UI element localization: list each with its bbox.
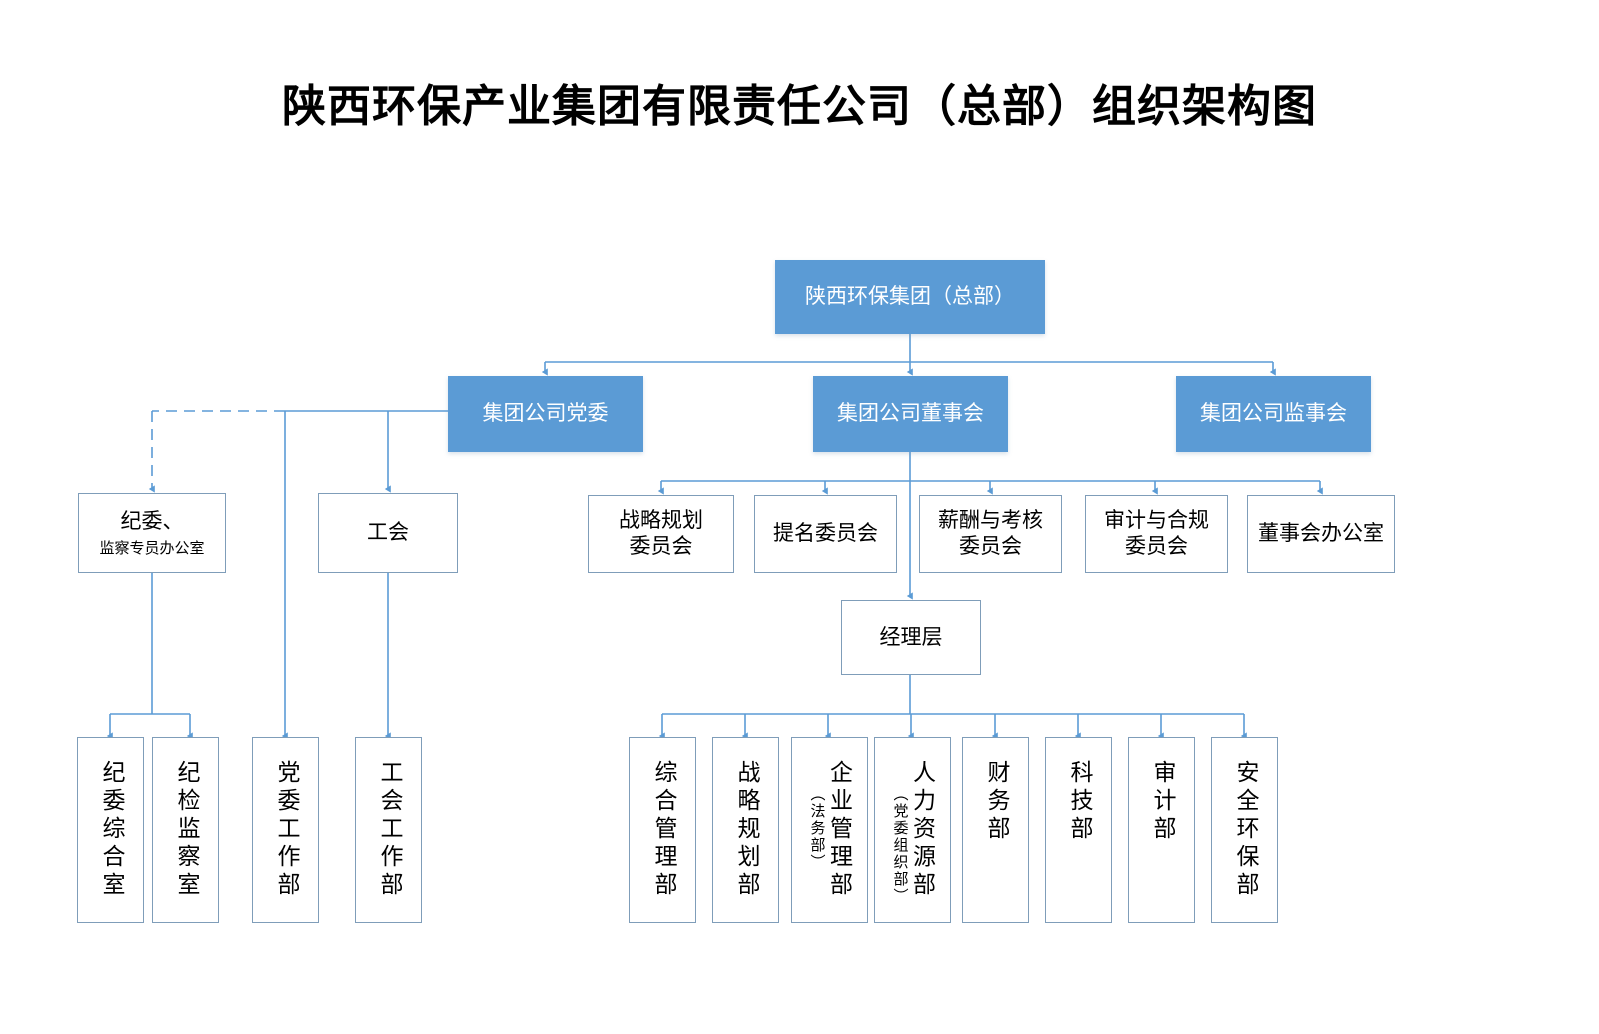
- node-committee-audit-compliance-line1: 审计与合规: [1104, 508, 1209, 533]
- node-dept-enterprise-management-label: 企业管理部: [825, 760, 852, 900]
- node-board-of-directors[interactable]: 集团公司董事会: [813, 376, 1008, 452]
- node-union-work-department[interactable]: 工会工作部: [355, 737, 422, 923]
- node-dept-safety-environment[interactable]: 安全环保部: [1211, 737, 1278, 923]
- node-dept-finance[interactable]: 财务部: [962, 737, 1029, 923]
- node-union-label: 工会: [367, 520, 409, 545]
- node-board-office[interactable]: 董事会办公室: [1247, 495, 1395, 573]
- node-party-committee[interactable]: 集团公司党委: [448, 376, 643, 452]
- node-discipline-office-label-line2: 监察专员办公室: [99, 538, 205, 557]
- node-board-office-line1: 董事会办公室: [1258, 521, 1384, 546]
- node-dept-technology[interactable]: 科技部: [1045, 737, 1112, 923]
- node-committee-audit-compliance[interactable]: 审计与合规 委员会: [1085, 495, 1228, 573]
- node-dept-enterprise-management-sublabel: （法务部）: [808, 786, 827, 871]
- node-committee-compensation[interactable]: 薪酬与考核 委员会: [919, 495, 1062, 573]
- node-root[interactable]: 陕西环保集团（总部）: [775, 260, 1045, 334]
- node-jiwei-general-office[interactable]: 纪委综合室: [77, 737, 144, 923]
- node-dept-audit-label: 审计部: [1149, 760, 1175, 844]
- node-committee-strategy-line1: 战略规划: [619, 508, 703, 533]
- node-dept-enterprise-management[interactable]: 企业管理部 （法务部）: [791, 737, 868, 923]
- node-committee-compensation-line2: 委员会: [959, 534, 1022, 558]
- node-root-label: 陕西环保集团（总部）: [805, 284, 1015, 309]
- page-title: 陕西环保产业集团有限责任公司（总部）组织架构图: [282, 81, 1317, 132]
- node-dept-audit[interactable]: 审计部: [1128, 737, 1195, 923]
- node-board-of-supervisors[interactable]: 集团公司监事会: [1176, 376, 1371, 452]
- node-committee-compensation-line1: 薪酬与考核: [938, 508, 1043, 533]
- node-dept-finance-label: 财务部: [983, 760, 1009, 844]
- node-discipline-office[interactable]: 纪委、 监察专员办公室: [78, 493, 226, 573]
- node-discipline-office-label-line1: 纪委、: [120, 509, 184, 534]
- node-dept-general-management[interactable]: 综合管理部: [629, 737, 696, 923]
- node-party-committee-label: 集团公司党委: [482, 401, 609, 426]
- node-dept-general-management-label: 综合管理部: [650, 760, 676, 900]
- node-union-work-department-label: 工会工作部: [376, 760, 402, 900]
- node-discipline-inspection-office[interactable]: 纪检监察室: [152, 737, 219, 923]
- node-committee-nomination[interactable]: 提名委员会: [754, 495, 897, 573]
- node-board-of-directors-label: 集团公司董事会: [837, 401, 984, 426]
- node-committee-nomination-line1: 提名委员会: [773, 521, 878, 546]
- node-dept-technology-label: 科技部: [1066, 760, 1092, 844]
- node-board-of-supervisors-label: 集团公司监事会: [1200, 401, 1347, 426]
- node-dept-human-resources-sublabel: （党委组织部）: [891, 786, 910, 905]
- node-dept-safety-environment-label: 安全环保部: [1232, 760, 1258, 900]
- node-dept-human-resources[interactable]: 人力资源部 （党委组织部）: [874, 737, 951, 923]
- node-discipline-inspection-office-label: 纪检监察室: [173, 760, 199, 900]
- node-management-layer-label: 经理层: [879, 624, 943, 649]
- node-jiwei-general-office-label: 纪委综合室: [98, 760, 124, 900]
- node-committee-strategy-line2: 委员会: [629, 534, 693, 558]
- node-committee-audit-compliance-line2: 委员会: [1125, 534, 1188, 558]
- node-dept-human-resources-label: 人力资源部: [908, 760, 935, 900]
- node-party-work-department-label: 党委工作部: [273, 760, 299, 900]
- node-union[interactable]: 工会: [318, 493, 458, 573]
- node-committee-strategy[interactable]: 战略规划 委员会: [588, 495, 734, 573]
- node-party-work-department[interactable]: 党委工作部: [252, 737, 319, 923]
- node-dept-strategic-planning-label: 战略规划部: [733, 760, 759, 900]
- node-dept-strategic-planning[interactable]: 战略规划部: [712, 737, 779, 923]
- node-management-layer[interactable]: 经理层: [841, 600, 981, 675]
